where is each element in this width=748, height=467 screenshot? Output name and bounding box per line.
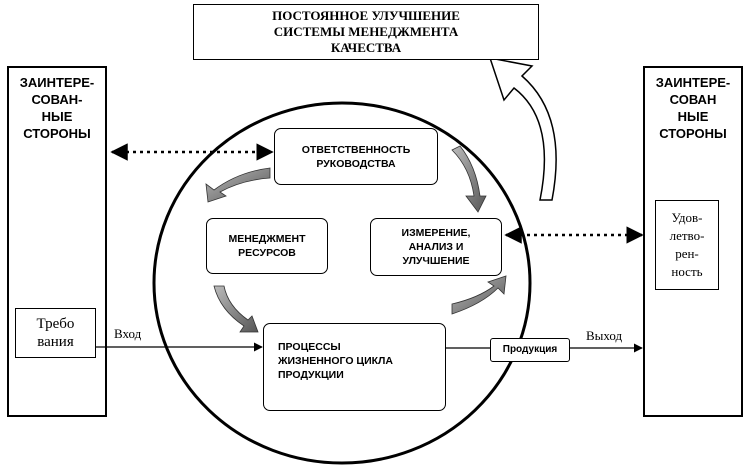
- product-realization-label: ПРОЦЕССЫ ЖИЗНЕННОГО ЦИКЛА ПРОДУКЦИИ: [278, 341, 394, 381]
- measurement-analysis-improvement-box: ИЗМЕРЕНИЕ, АНАЛИЗ И УЛУЧШЕНИЕ: [370, 218, 502, 276]
- product-realization-box: ПРОЦЕССЫ ЖИЗНЕННОГО ЦИКЛА ПРОДУКЦИИ: [263, 323, 446, 411]
- right-stakeholders-panel: ЗАИНТЕРЕ- СОВАН НЫЕ СТОРОНЫ Удов- летво-…: [643, 66, 743, 417]
- continuous-improvement-title: ПОСТОЯННОЕ УЛУЧШЕНИЕ СИСТЕМЫ МЕНЕДЖМЕНТА…: [193, 4, 539, 60]
- input-label: Вход: [114, 326, 142, 341]
- output-label: Выход: [586, 328, 623, 343]
- satisfaction-box: Удов- летво- рен- ность: [655, 200, 719, 290]
- product-box: Продукция: [490, 338, 570, 362]
- requirements-box: Требо вания: [15, 308, 96, 358]
- left-stakeholders-panel: ЗАИНТЕРЕ- СОВАН- НЫЕ СТОРОНЫ Требо вания: [7, 66, 107, 417]
- cycle-arrow-top-right: [451, 145, 487, 213]
- continuous-improvement-arrow: [488, 57, 557, 201]
- cycle-arrow-top-left: [205, 167, 271, 203]
- cycle-arrow-left: [213, 285, 259, 333]
- resource-management-box: МЕНЕДЖМЕНТ РЕСУРСОВ: [206, 218, 328, 274]
- right-stakeholders-title: ЗАИНТЕРЕ- СОВАН НЫЕ СТОРОНЫ: [655, 75, 731, 141]
- improvement-cycle-circle: [152, 101, 532, 465]
- management-responsibility-box: ОТВЕТСТВЕННОСТЬ РУКОВОДСТВА: [274, 128, 438, 185]
- cycle-arrow-bottom-right: [451, 275, 507, 315]
- left-stakeholders-title: ЗАИНТЕРЕ- СОВАН- НЫЕ СТОРОНЫ: [19, 75, 95, 141]
